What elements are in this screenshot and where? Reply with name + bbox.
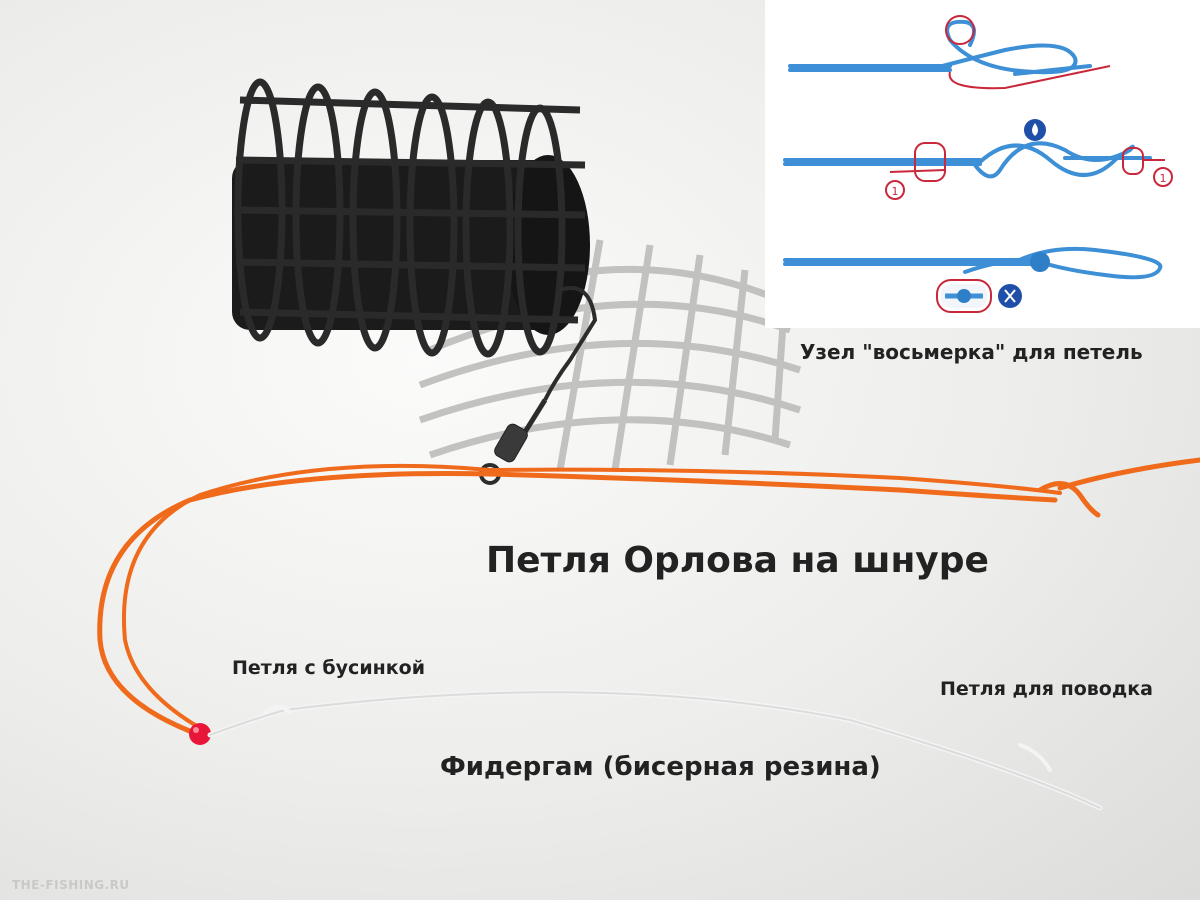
water-drop-icon [1024, 119, 1046, 141]
swivel-snap [479, 286, 598, 485]
orange-cord [97, 457, 1200, 738]
feeder-shadow [418, 239, 802, 471]
knot-diagram: 1 1 [765, 0, 1200, 328]
feeder-cage [232, 78, 590, 358]
leader-loop-label: Петля для поводка [940, 678, 1153, 700]
feedergum-line [207, 689, 1103, 811]
scissors-icon [998, 284, 1022, 308]
figure-eight-knot-illustration: 1 1 [783, 15, 1173, 313]
knot-closeup [941, 284, 987, 308]
bead-loop-label: Петля с бусинкой [232, 657, 426, 679]
step-marker-right: 1 [1160, 172, 1167, 185]
bead [189, 723, 211, 745]
watermark: THE-FISHING.RU [12, 878, 130, 892]
knot-diagram-caption: Узел "восьмерка" для петель [800, 340, 1143, 364]
feedergum-label: Фидергам (бисерная резина) [440, 752, 881, 782]
step-marker-left: 1 [892, 185, 899, 198]
main-title: Петля Орлова на шнуре [486, 540, 989, 581]
